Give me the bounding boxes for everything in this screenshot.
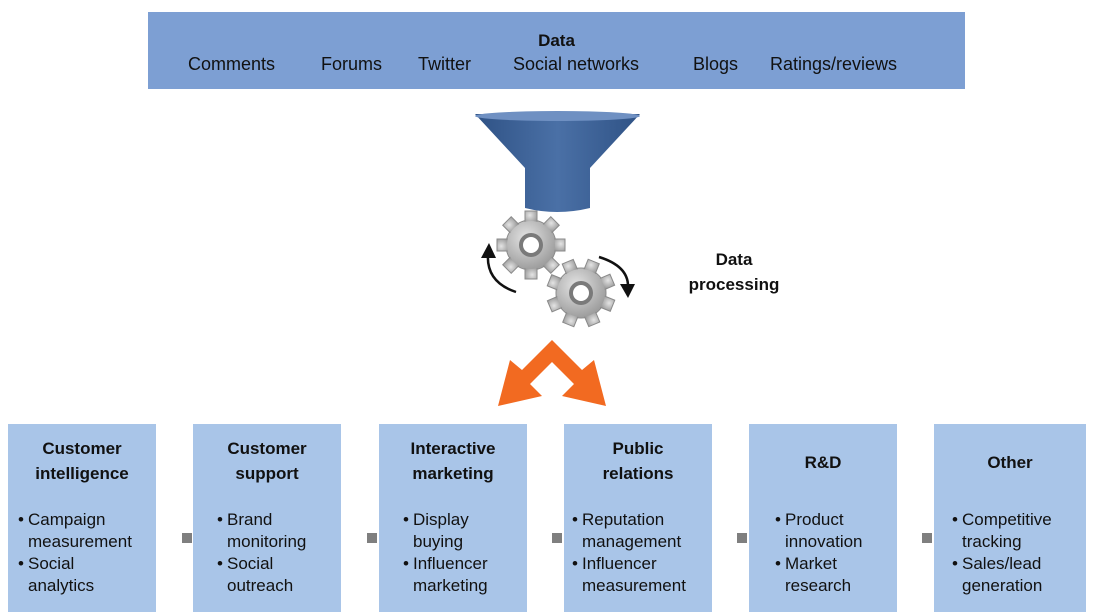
category-title-line1: Interactive bbox=[410, 439, 496, 458]
category-title-line1: Customer bbox=[42, 439, 122, 458]
category-title-line2: intelligence bbox=[35, 464, 129, 483]
gear-icon bbox=[496, 210, 566, 280]
category-title: Other bbox=[934, 450, 1086, 475]
category-title: Customer intelligence bbox=[8, 436, 156, 486]
category-title-line1: Other bbox=[987, 453, 1033, 472]
source-ratings-reviews: Ratings/reviews bbox=[770, 54, 898, 74]
category-title-line1: R&D bbox=[804, 453, 842, 472]
connector bbox=[922, 533, 932, 543]
split-arrow-icon bbox=[498, 340, 606, 406]
funnel-icon bbox=[475, 111, 640, 212]
category-title-line2: marketing bbox=[412, 464, 494, 483]
category-title: Public relations bbox=[564, 436, 712, 486]
category-title: Interactive marketing bbox=[379, 436, 527, 486]
source-comments: Comments bbox=[188, 54, 276, 74]
rotate-arrow-icon bbox=[481, 243, 517, 294]
category-title: Customer support bbox=[193, 436, 341, 486]
processing-label-line2: processing bbox=[688, 275, 780, 294]
category-title-line2: support bbox=[235, 464, 299, 483]
source-forums: Forums bbox=[321, 54, 383, 74]
category-customer-intelligence: Customer intelligence Campaignmeasuremen… bbox=[8, 424, 156, 612]
category-title-line1: Customer bbox=[227, 439, 307, 458]
rotate-arrow-icon bbox=[598, 255, 635, 298]
connector bbox=[552, 533, 562, 543]
data-sources-bar: Data Comments Forums Twitter Social netw… bbox=[148, 12, 965, 89]
connector bbox=[182, 533, 192, 543]
connector bbox=[367, 533, 377, 543]
category-title-line1: Public bbox=[612, 439, 664, 458]
source-social-networks: Social networks bbox=[513, 54, 640, 74]
source-blogs: Blogs bbox=[693, 54, 739, 74]
connector bbox=[737, 533, 747, 543]
data-title: Data bbox=[538, 31, 575, 50]
source-twitter: Twitter bbox=[418, 54, 472, 74]
data-processing-label: Data processing bbox=[684, 247, 784, 297]
category-title-line2: relations bbox=[602, 464, 674, 483]
gear-icon bbox=[546, 258, 616, 328]
processing-label-line1: Data bbox=[715, 250, 753, 269]
category-title: R&D bbox=[749, 450, 897, 475]
